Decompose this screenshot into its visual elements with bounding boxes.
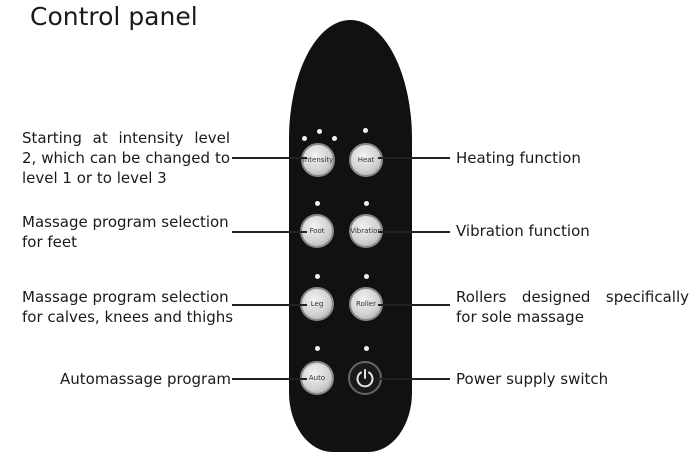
vibration-description: Vibration function [456, 222, 590, 240]
power-description: Power supply switch [456, 370, 609, 388]
auto-indicator-dot [315, 346, 320, 351]
vibration-indicator-dot [364, 201, 369, 206]
intensity-button-label: Intensity [302, 156, 334, 164]
roller-button-label: Roller [356, 300, 376, 308]
power-icon [356, 369, 374, 388]
power-button[interactable] [348, 361, 382, 395]
intensity-description: Starting at intensity level 2, which can… [22, 129, 230, 187]
connector-line [232, 378, 307, 380]
intensity-indicator-dot [317, 129, 322, 134]
intensity-indicator-dot [302, 136, 307, 141]
foot-button[interactable]: Foot [300, 214, 334, 248]
connector-line [378, 378, 450, 380]
heat-button-label: Heat [357, 156, 375, 164]
connector-line [378, 304, 450, 306]
connector-line [378, 231, 450, 233]
intensity-button[interactable]: Intensity [301, 143, 335, 177]
power-indicator-dot [364, 346, 369, 351]
leg-program-description: Massage program selection for calves, kn… [22, 288, 234, 326]
heat-indicator-dot [363, 128, 368, 133]
foot-program-description: Massage program selection for feet [22, 213, 229, 251]
connector-line [232, 157, 307, 159]
foot-button-label: Foot [309, 227, 325, 235]
heat-button[interactable]: Heat [349, 143, 383, 177]
heating-description: Heating function [456, 149, 581, 167]
intensity-indicator-dot [332, 136, 337, 141]
foot-indicator-dot [315, 201, 320, 206]
leg-indicator-dot [315, 274, 320, 279]
auto-button-label: Auto [308, 374, 326, 382]
roller-indicator-dot [364, 274, 369, 279]
page-title: Control panel [30, 2, 198, 31]
connector-line [232, 304, 307, 306]
roller-description: Rollers designed specifically for sole m… [456, 288, 689, 326]
connector-line [378, 157, 450, 159]
leg-button-label: Leg [310, 300, 324, 308]
vibration-button-label: Vibration [350, 227, 382, 235]
auto-button[interactable]: Auto [300, 361, 334, 395]
automassage-description: Automassage program [60, 370, 231, 388]
connector-line [232, 231, 307, 233]
